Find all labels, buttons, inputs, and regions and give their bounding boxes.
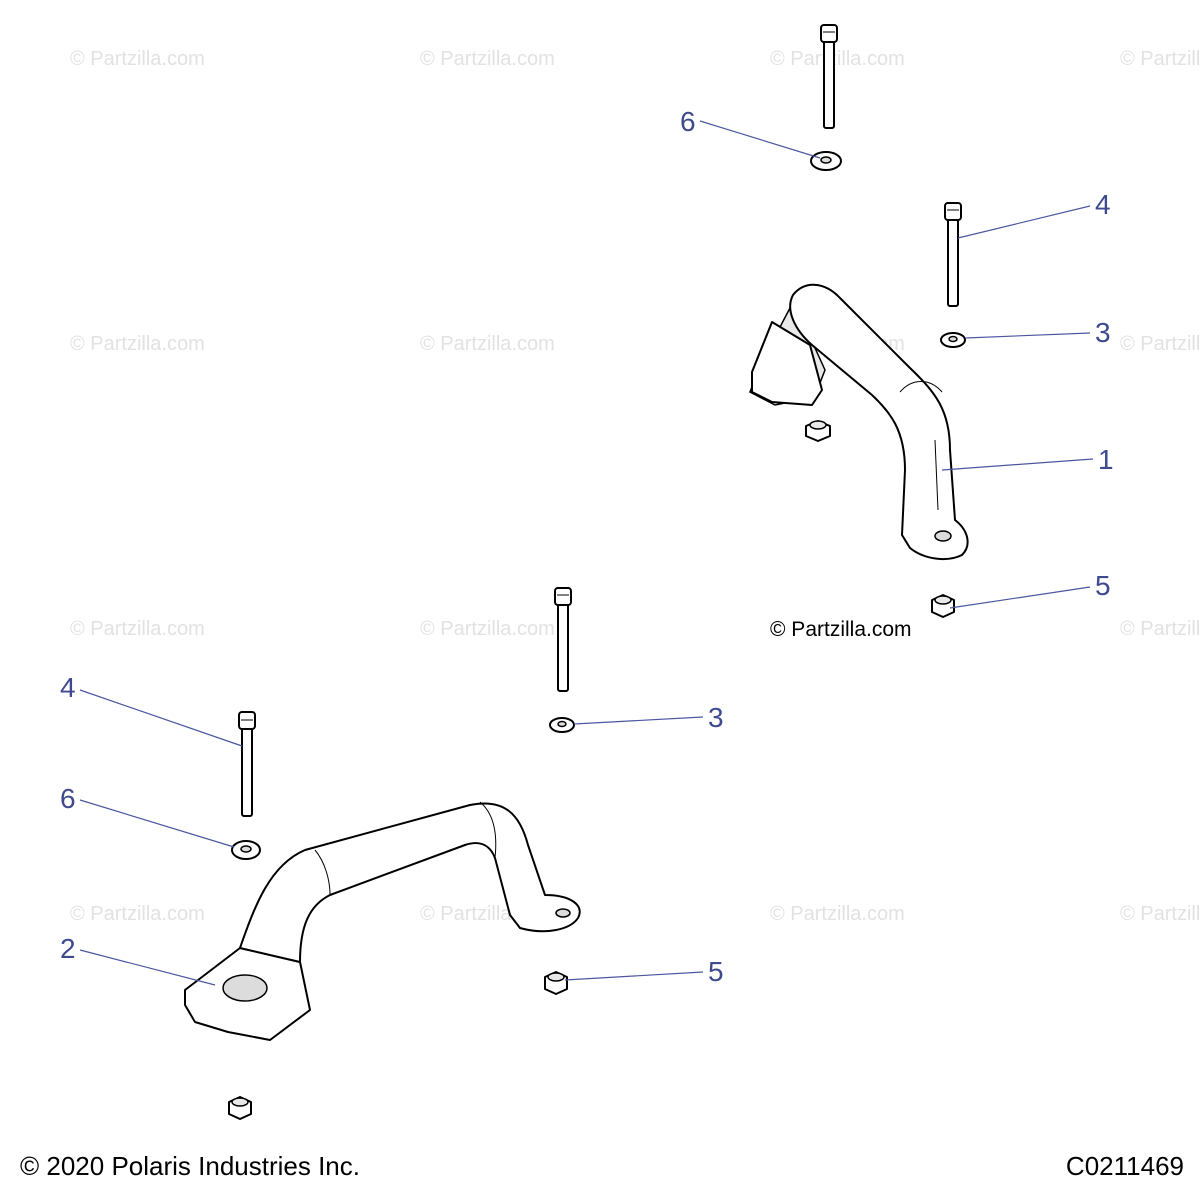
callout-number[interactable]: 6: [60, 783, 76, 814]
bolt-middle: [554, 587, 572, 692]
leader-line: [941, 458, 1094, 471]
callout-number[interactable]: 5: [1095, 570, 1111, 601]
callout-2[interactable]: 2: [60, 933, 216, 986]
callout-4-left[interactable]: 4: [60, 672, 243, 747]
callout-number[interactable]: 3: [1095, 317, 1111, 348]
callout-number[interactable]: 4: [60, 672, 76, 703]
bolt-right: [944, 202, 962, 307]
callout-number[interactable]: 5: [708, 956, 724, 987]
callout-1[interactable]: 1: [941, 444, 1114, 475]
long-bolt-top: [820, 24, 838, 129]
flange-nut-right: [931, 594, 955, 618]
watermark-text: © Partzilla.com: [420, 48, 555, 70]
watermark-text: © Partzilla.com: [1120, 618, 1200, 640]
callout-number[interactable]: 4: [1095, 189, 1111, 220]
washer-top: [810, 151, 842, 171]
flange-nut-left: [228, 1096, 252, 1120]
callout-5-mid[interactable]: 5: [564, 956, 724, 987]
bolt-left: [238, 711, 256, 817]
watermark-text: © Partzilla.com: [1120, 333, 1200, 355]
flange-nut-right-upper: [805, 420, 831, 442]
callout-number[interactable]: 3: [708, 702, 724, 733]
callout-3-right[interactable]: 3: [964, 317, 1111, 348]
watermark-text: © Partzilla.com: [70, 903, 205, 925]
watermark-text: © Partzilla.com: [70, 48, 205, 70]
callout-5-right[interactable]: 5: [949, 570, 1111, 609]
callout-3-mid[interactable]: 3: [573, 702, 724, 733]
leader-line: [949, 586, 1091, 609]
callout-number[interactable]: 6: [680, 106, 696, 137]
flange-nut-middle: [544, 971, 568, 995]
leader-line: [964, 332, 1091, 339]
washer-right: [940, 332, 966, 348]
watermark-text: © Partzilla.com: [1120, 48, 1200, 70]
watermark-text: © Partzilla.com: [70, 333, 205, 355]
leader-line: [573, 716, 704, 725]
watermark-text: © Partzilla.com: [770, 903, 905, 925]
leader-line: [79, 949, 216, 986]
leader-line: [79, 799, 235, 848]
grab-handle-right: [749, 283, 969, 561]
watermark-grid: © Partzilla.com © Partzilla.com © Partzi…: [70, 48, 1200, 925]
callout-4-right[interactable]: 4: [957, 189, 1111, 239]
leader-line: [699, 120, 821, 159]
grab-handle-left: [184, 801, 581, 1041]
callout-number[interactable]: 1: [1098, 444, 1114, 475]
watermark-text: © Partzilla.com: [420, 333, 555, 355]
washer-middle: [549, 717, 575, 733]
watermark-text: © Partzilla.com: [420, 618, 555, 640]
callout-number[interactable]: 2: [60, 933, 76, 964]
leader-line: [79, 689, 243, 747]
watermark-text: © Partzilla.com: [70, 618, 205, 640]
watermark-overlay: © Partzilla.com: [770, 618, 912, 641]
callout-6-top[interactable]: 6: [680, 106, 821, 159]
leader-line: [957, 205, 1091, 239]
watermark-text: © Partzilla.com: [1120, 903, 1200, 925]
washer-left: [231, 840, 261, 860]
leader-line: [564, 971, 704, 981]
callout-6-left[interactable]: 6: [60, 783, 235, 848]
diagram-code: C0211469: [1065, 1151, 1184, 1181]
copyright-notice: © 2020 Polaris Industries Inc.: [20, 1151, 360, 1181]
watermark-text: © Partzilla.com: [770, 48, 905, 70]
